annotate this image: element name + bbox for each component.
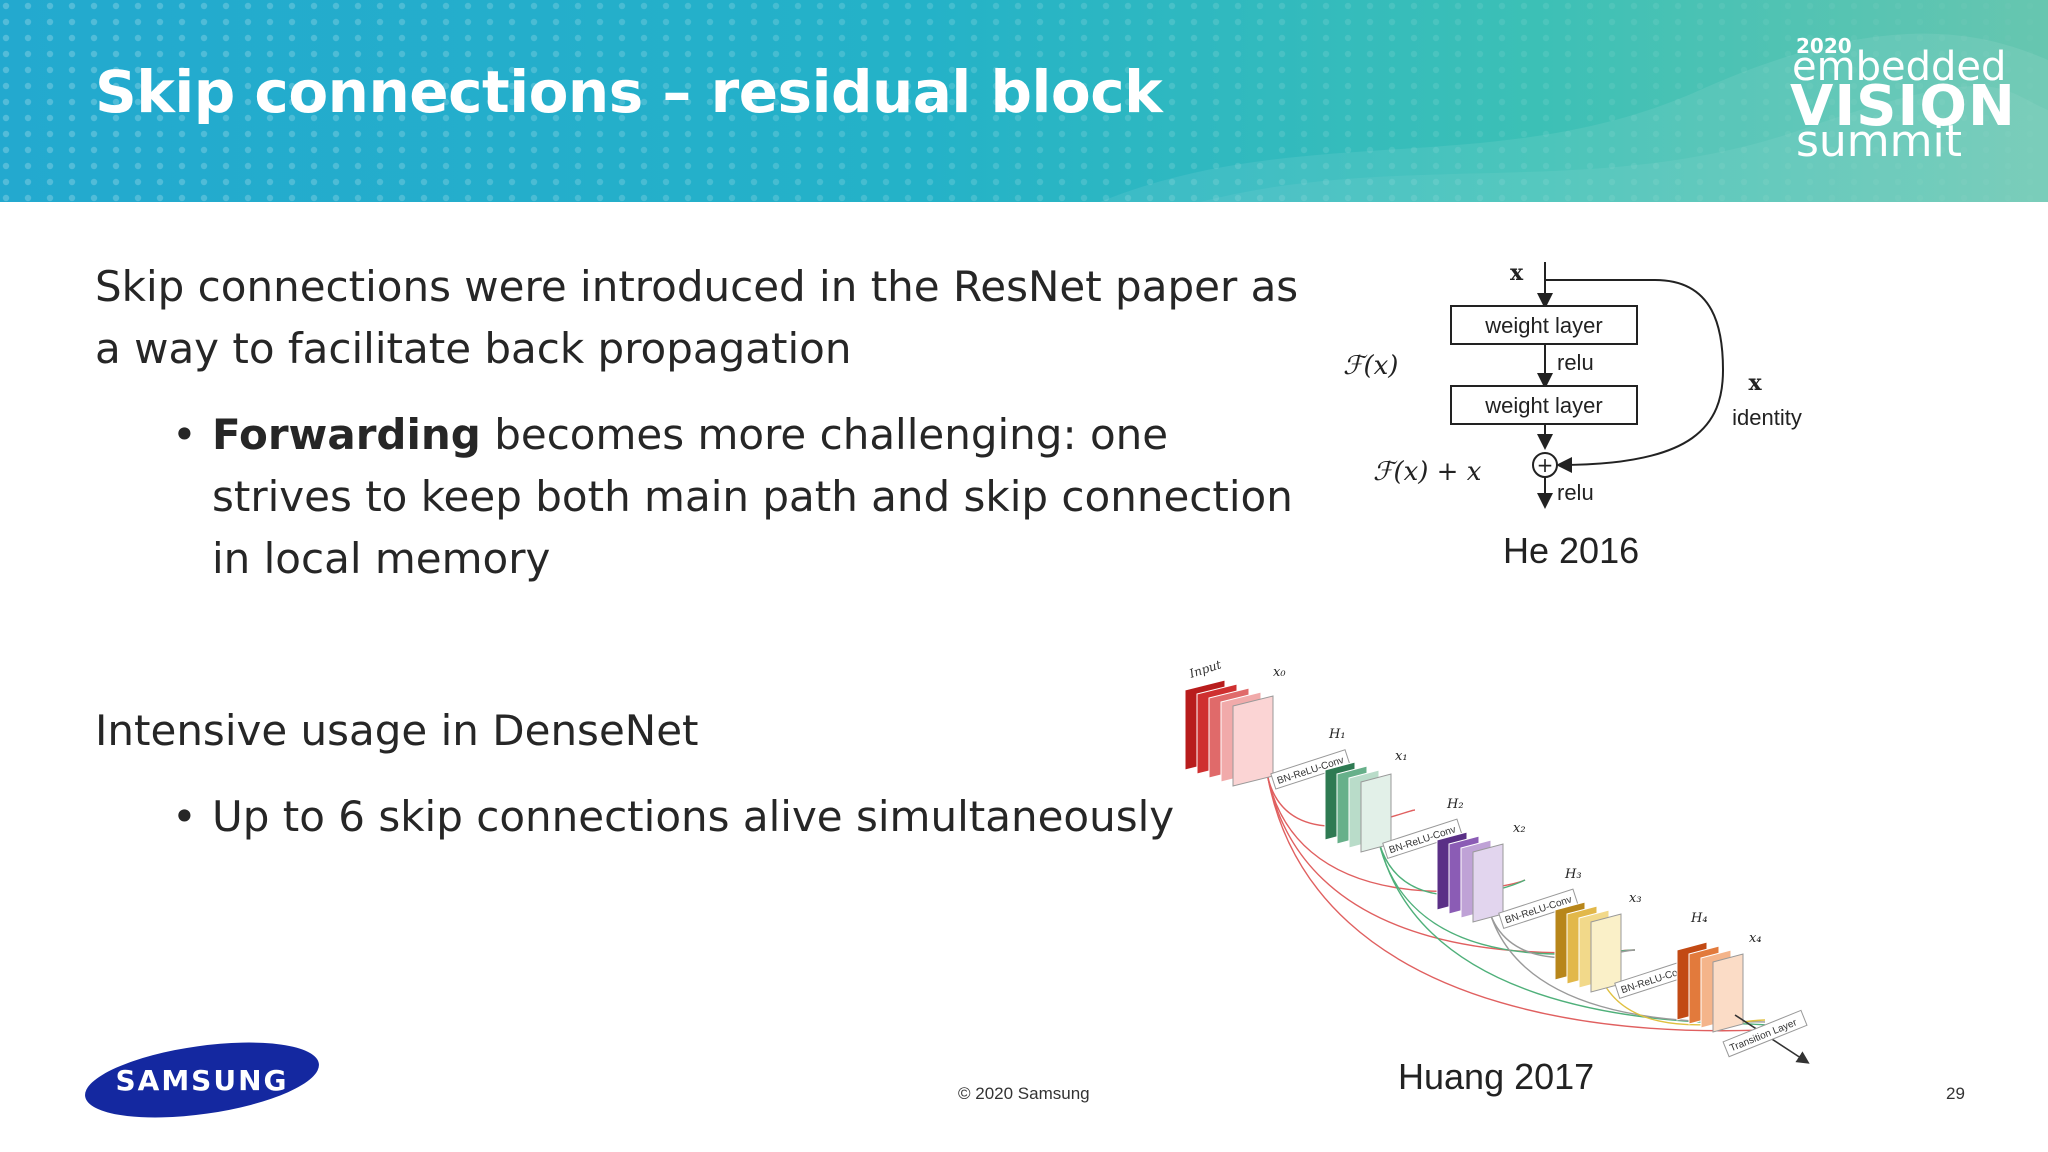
header-dot-pattern: [0, 0, 2048, 202]
densenet-paragraph: Intensive usage in DenseNet: [95, 706, 699, 755]
copyright-notice: © 2020 Samsung: [958, 1084, 1090, 1103]
residual-block-diagram: x weight layer relu ℱ(x) weight layer + …: [1343, 260, 1802, 509]
sum-plus-sign: +: [1537, 453, 1554, 477]
fx-plus-x-label: ℱ(x) + x: [1373, 457, 1482, 487]
feature-block-x2: [1436, 831, 1504, 923]
label-x4: x₄: [1749, 931, 1762, 946]
feature-block-x4: [1676, 941, 1744, 1033]
bullet-dot: •: [172, 410, 197, 459]
logo-vision: VISION: [1790, 74, 2016, 139]
page-number: 29: [1946, 1084, 1965, 1103]
weight-layer-1-label: weight layer: [1484, 313, 1602, 338]
bullet-dot: •: [172, 792, 197, 841]
feature-block-x1: [1324, 761, 1392, 853]
logo-year: 2020: [1796, 34, 1852, 58]
bullet-forwarding-rest: becomes more challenging: one strives to…: [212, 410, 1293, 583]
input-label: Input: [1187, 657, 1224, 681]
samsung-logo-text: SAMSUNG: [115, 1064, 288, 1097]
resblock-x-input: x: [1510, 260, 1524, 286]
slide-title: Skip connections – residual block: [95, 58, 1163, 126]
samsung-logo: SAMSUNG: [85, 1042, 319, 1118]
relu-label-1: relu: [1557, 350, 1594, 375]
logo-embedded: embedded: [1792, 44, 2007, 90]
skip-x-label: x: [1748, 370, 1762, 396]
feature-block-x3: [1554, 901, 1622, 993]
weight-layer-2: [1450, 385, 1638, 425]
densenet-diagram: Input x₀ BN-ReLU-Conv H₁ x₁ BN-ReLU-Conv…: [1184, 657, 1810, 1064]
header-band: Skip connections – residual block 2020 e…: [0, 0, 2048, 202]
label-h2: H₂: [1446, 797, 1464, 812]
weight-layer-2-label: weight layer: [1484, 393, 1602, 418]
label-x2: x₂: [1513, 821, 1526, 836]
intro-paragraph: Skip connections were introduced in the …: [95, 262, 1299, 373]
feature-block-x0: [1184, 679, 1274, 787]
identity-label: identity: [1732, 405, 1802, 430]
label-h4: H₄: [1690, 911, 1708, 926]
fx-label: ℱ(x): [1343, 351, 1398, 381]
logo-summit: summit: [1796, 116, 1963, 167]
skip-connection-arrow: [1545, 279, 1725, 473]
label-x3: x₃: [1629, 891, 1642, 906]
bullet-skip-count: Up to 6 skip connections alive simultane…: [212, 792, 1175, 841]
relu-label-2: relu: [1557, 480, 1594, 505]
bullet-forwarding: Forwarding becomes more challenging: one…: [212, 404, 1302, 590]
label-x0: x₀: [1273, 665, 1286, 680]
embedded-vision-summit-logo: 2020 embedded VISION summit: [1790, 34, 2015, 167]
caption-huang-2017: Huang 2017: [1398, 1056, 1595, 1097]
weight-layer-1: [1450, 305, 1638, 345]
label-x1: x₁: [1395, 749, 1408, 764]
bullet-forwarding-bold: Forwarding: [212, 410, 481, 459]
label-h3: H₃: [1564, 867, 1582, 882]
caption-he-2016: He 2016: [1503, 530, 1640, 571]
label-h1: H₁: [1328, 727, 1346, 742]
